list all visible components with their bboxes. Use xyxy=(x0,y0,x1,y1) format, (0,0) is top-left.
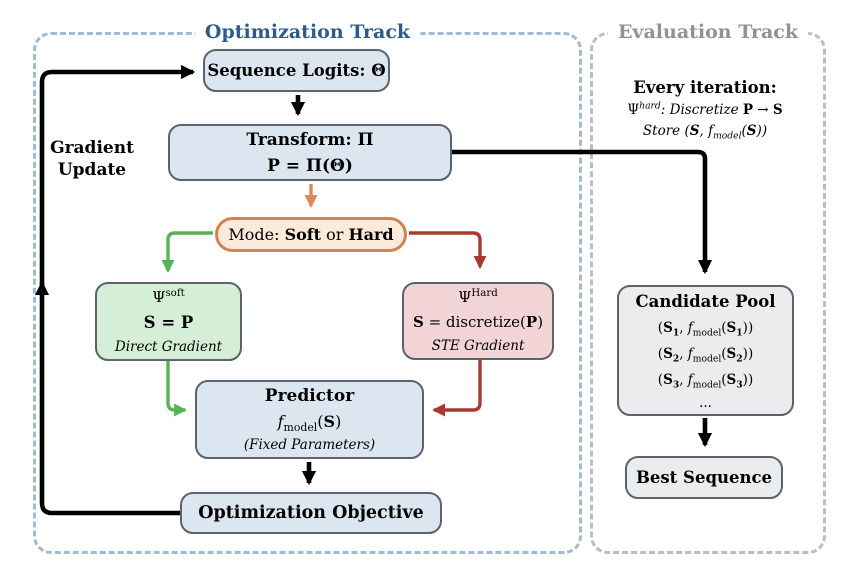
hard-equation: S = discretize(P) xyxy=(412,313,544,331)
predictor-box: Predictor fmodel(S) (Fixed Parameters) xyxy=(195,380,424,459)
hard-branch-box: ΨHard S = discretize(P) STE Gradient xyxy=(402,282,554,360)
mode-soft: Soft xyxy=(284,225,322,244)
optimization-objective-box: Optimization Objective xyxy=(180,492,442,534)
mode-or: or xyxy=(321,225,349,244)
arrow-soft-to-predictor xyxy=(166,361,187,417)
optimization-track-title: Optimization Track xyxy=(194,21,421,43)
transform-equation: P = Π(Θ) xyxy=(267,155,353,176)
optimization-objective-label: Optimization Objective xyxy=(198,503,424,523)
mode-hard: Hard xyxy=(348,225,394,244)
soft-equation: S = P xyxy=(143,313,194,332)
candidate-pool-entry: (S2, fmodel(S2)) xyxy=(657,346,754,365)
transform-box: Transform: Π P = Π(Θ) xyxy=(168,124,452,181)
predictor-note: (Fixed Parameters) xyxy=(243,437,376,453)
soft-note: Direct Gradient xyxy=(114,339,223,355)
candidate-pool-ellipsis: ... xyxy=(699,395,712,411)
hard-psi: ΨHard xyxy=(458,288,498,306)
mode-prefix: Mode: xyxy=(228,225,285,244)
hard-note: STE Gradient xyxy=(431,338,525,354)
candidate-pool-box: Candidate Pool (S1, fmodel(S1)) (S2, fmo… xyxy=(617,285,794,416)
arrow-transform-to-candidate-pool xyxy=(452,149,713,275)
best-sequence-label: Best Sequence xyxy=(635,468,773,487)
transform-title: Transform: Π xyxy=(246,129,374,150)
mode-box: Mode: Soft or Hard xyxy=(215,217,407,252)
candidate-pool-entry: (S3, fmodel(S3)) xyxy=(657,372,754,391)
sequence-logits-box: Sequence Logits: Θ xyxy=(203,49,390,92)
arrow-hard-to-predictor xyxy=(432,359,482,417)
soft-psi: Ψsoft xyxy=(152,288,185,306)
store-note: Store (S, fmodel(S)) xyxy=(642,123,768,142)
gradient-update-label: Gradient Update xyxy=(50,138,134,180)
optimization-track-frame: Optimization Track xyxy=(33,21,582,554)
evaluation-track-title: Evaluation Track xyxy=(607,21,809,43)
predictor-function: fmodel(S) xyxy=(277,412,342,435)
candidate-pool-entry: (S1, fmodel(S1)) xyxy=(657,320,754,339)
arrow-mode-to-hard xyxy=(409,231,487,269)
discretize-note: Ψhard: Discretize P → S xyxy=(627,100,783,118)
sequence-logits-label: Sequence Logits: Θ xyxy=(207,61,386,80)
predictor-title: Predictor xyxy=(264,386,355,406)
candidate-pool-title: Candidate Pool xyxy=(635,292,776,311)
soft-branch-box: Ψsoft S = P Direct Gradient xyxy=(95,282,242,361)
arrow-mode-to-soft xyxy=(161,231,213,273)
every-iteration-note: Every iteration: Ψhard: Discretize P → S… xyxy=(592,77,818,142)
evaluation-track-frame: Evaluation Track xyxy=(590,21,826,554)
best-sequence-box: Best Sequence xyxy=(625,456,783,499)
every-iteration-title: Every iteration: xyxy=(633,78,777,97)
